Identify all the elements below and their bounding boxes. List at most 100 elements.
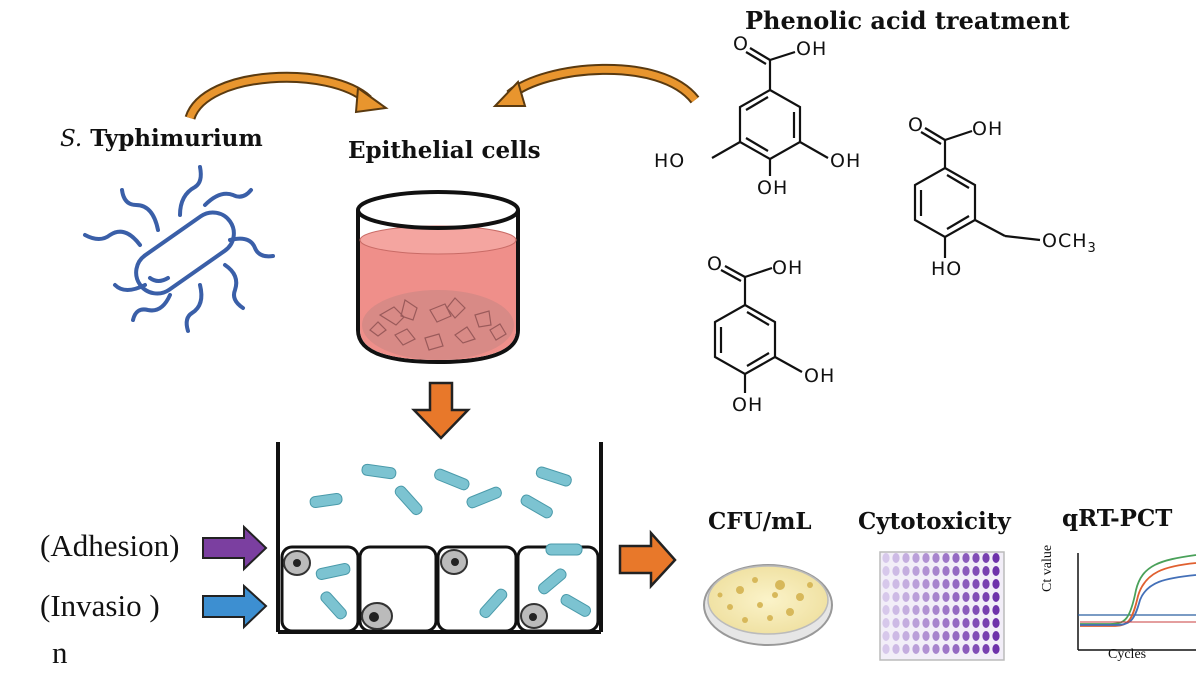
plate-well [882,631,890,641]
plate-well [962,618,970,628]
vanillic-carbonyl-o: O [908,114,923,136]
gallic-acid-structure [711,47,829,176]
vanillic-methoxy: OCH3 [1042,230,1097,256]
beaker-icon [356,190,520,365]
plate-well [902,566,910,576]
plate-well [882,553,890,563]
epithelial-cells-label: Epithelial cells [348,137,541,164]
plate-well [952,605,960,615]
plate-well [932,618,940,628]
protocatechuic-carbonyl-o: O [707,253,722,275]
invasion-label: (Invasio ) [40,588,160,623]
plate-well [892,592,900,602]
ct-value-axis-label: Ct value [1040,544,1055,592]
plate-well [922,631,930,641]
plate-well [902,605,910,615]
plate-well [922,618,930,628]
plate-well [912,592,920,602]
curved-arrow-left [184,71,389,121]
plate-well [942,592,950,602]
plate-well [912,618,920,628]
amplification-curve-plot [1077,553,1197,651]
plate-well [892,553,900,563]
microplate-icon [879,551,1005,661]
plate-well [932,553,940,563]
plate-well [902,579,910,589]
plate-well [942,566,950,576]
plate-well [972,553,980,563]
invasion-text-line1: Invasio [50,588,142,623]
phenolic-acid-title: Phenolic acid treatment [745,6,1070,35]
gallic-carbonyl-o: O [733,33,748,55]
cytotoxicity-label: Cytotoxicity [858,508,1011,535]
vanillic-cooh-oh: OH [972,118,1004,140]
plate-well [902,592,910,602]
plate-well [922,553,930,563]
plate-well [962,605,970,615]
plate-well [932,592,940,602]
plate-well [882,644,890,654]
plate-well [902,644,910,654]
plate-well [902,618,910,628]
plate-well [992,566,1000,576]
plate-well [942,618,950,628]
plate-well [912,605,920,615]
gallic-oh-left: HO [654,150,686,172]
plate-well [942,644,950,654]
plate-well [962,631,970,641]
plate-well [982,566,990,576]
plate-well [892,579,900,589]
plate-well [962,592,970,602]
plate-well [982,579,990,589]
plate-well [952,566,960,576]
plate-well [952,644,960,654]
plate-well [882,566,890,576]
adhesion-arrow-icon [202,524,268,572]
plate-well [982,631,990,641]
plate-well [962,553,970,563]
plate-well [892,644,900,654]
qrt-label: qRT-PCT [1062,505,1173,532]
plate-well [992,618,1000,628]
protocatechuic-cooh-oh: OH [772,257,804,279]
plate-well [952,592,960,602]
plate-well [982,644,990,654]
plate-well [952,579,960,589]
pathogen-prefix: S. [60,126,83,152]
plate-well [902,553,910,563]
plate-well [962,579,970,589]
plate-well [952,631,960,641]
pathogen-name: Typhimurium [90,125,263,152]
plate-well [992,579,1000,589]
plate-well [982,553,990,563]
plate-well [972,566,980,576]
plate-well [972,592,980,602]
vanillic-oh-bottom: HO [931,258,963,280]
protocatechuic-acid-structure [713,265,803,393]
plate-well [942,553,950,563]
plate-well [932,579,940,589]
gallic-cooh-oh: OH [796,38,828,60]
plate-well [912,631,920,641]
salmonella-bacterium-icon [83,165,275,333]
plate-well [922,644,930,654]
petri-dish-icon [703,564,833,646]
bacteria-cluster [309,463,592,620]
vanillic-methoxy-text: OCH [1042,230,1088,252]
plate-well [912,566,920,576]
plate-well [992,631,1000,641]
invasion-arrow-icon [202,583,268,630]
curved-arrow-right [492,63,700,107]
plate-well [882,605,890,615]
pathogen-label: S. Typhimurium [60,125,263,152]
plate-well [972,631,980,641]
plate-well [932,631,940,641]
plate-well [892,605,900,615]
plate-well [962,644,970,654]
plate-well [982,605,990,615]
plate-well [912,644,920,654]
plate-well [922,592,930,602]
plate-well [952,553,960,563]
cycles-axis-label: Cycles [1108,647,1147,662]
protocatechuic-oh-bottom: OH [732,394,764,416]
